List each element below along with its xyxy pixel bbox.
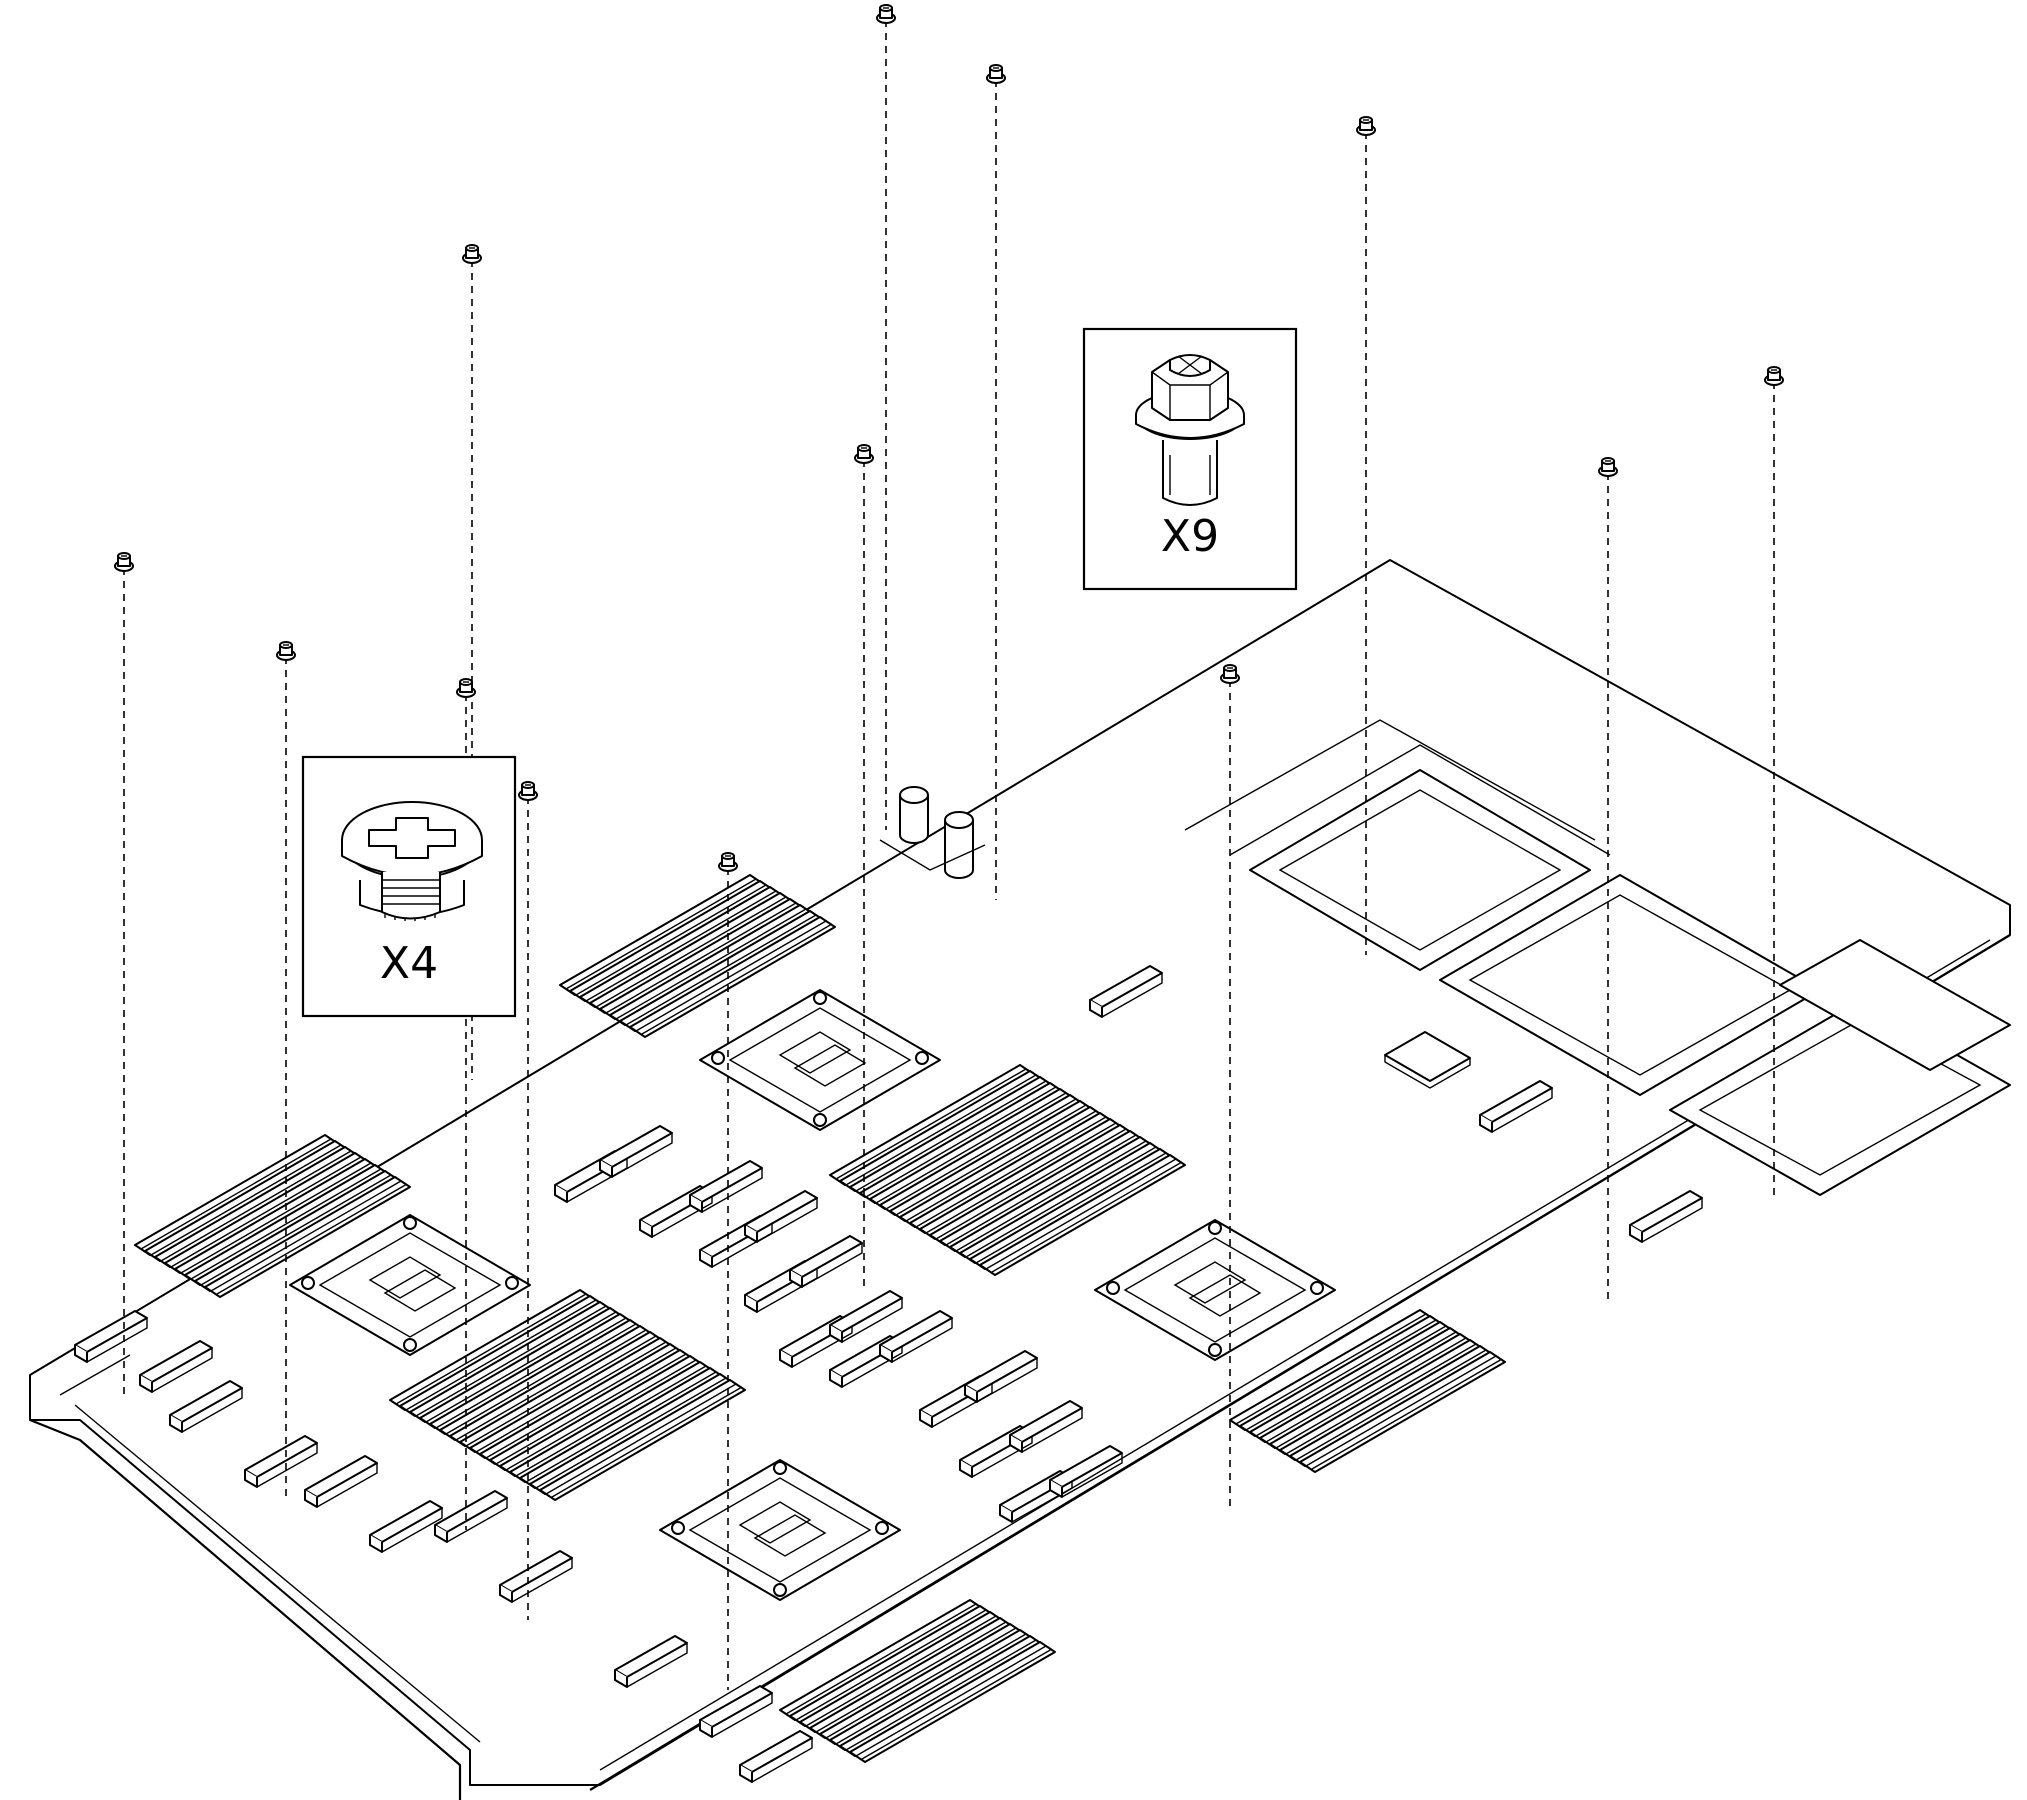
hex-flange-screw <box>986 64 1006 84</box>
callout-flat-head-screw: X4 <box>301 755 517 1018</box>
screw-alignment-lines <box>123 20 1775 1690</box>
hex-flange-screw-icon <box>1135 354 1245 506</box>
hex-flange-screw <box>1220 664 1240 684</box>
hex-flange-screw-quantity: X9 <box>1161 511 1219 562</box>
connectors <box>74 786 1703 1783</box>
flat-head-screw <box>114 552 134 572</box>
callout-hex-flange-screw: X9 <box>1082 327 1298 591</box>
flat-head-screw <box>718 852 738 872</box>
hex-flange-screw <box>1356 116 1376 136</box>
flat-head-screw-quantity: X4 <box>380 938 438 989</box>
hex-flange-screw <box>1764 366 1784 386</box>
hex-flange-screw <box>876 4 896 24</box>
flat-head-screw <box>276 641 296 661</box>
hex-flange-screw <box>854 444 874 464</box>
hex-flange-screw <box>462 244 482 264</box>
hex-flange-screw <box>456 678 476 698</box>
flat-head-screw <box>518 781 538 801</box>
flat-head-screw-icon <box>341 801 483 921</box>
hex-flange-screw <box>1598 457 1618 477</box>
